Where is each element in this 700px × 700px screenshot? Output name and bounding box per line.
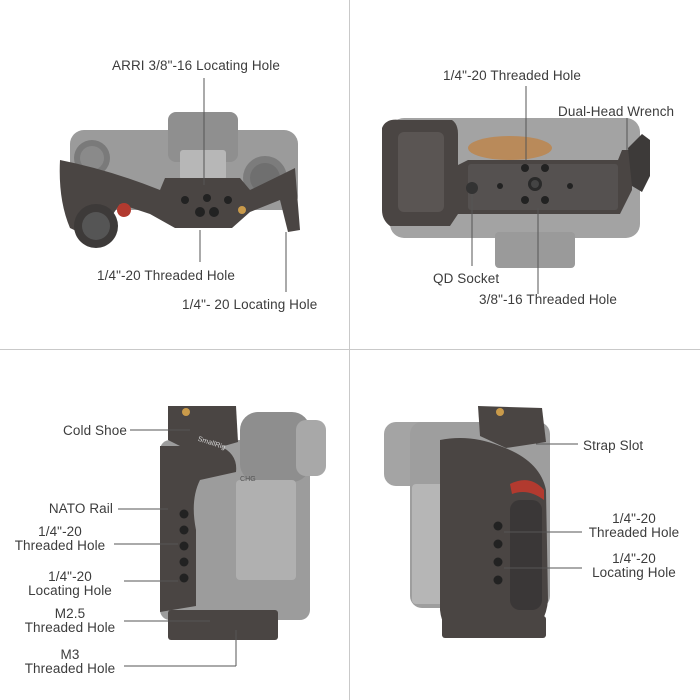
label-right-threaded-1: 1/4"-20 (612, 511, 656, 526)
label-left-threaded-2: Threaded Hole (14, 538, 106, 553)
label-qd-socket: QD Socket (433, 271, 500, 286)
label-right-locating-1: 1/4"-20 (612, 551, 656, 566)
left-side-illustration (114, 406, 326, 667)
label-right-locating-2: Locating Hole (592, 565, 676, 580)
bottom-view-illustration (382, 86, 650, 294)
top-view-illustration (59, 78, 300, 292)
label-left-threaded-1: 1/4"-20 (38, 524, 82, 539)
top-view-panel: ARRI 3/8"-16 Locating Hole 1/4"-20 Threa… (0, 0, 349, 349)
label-top-locating-hole: 1/4"- 20 Locating Hole (182, 297, 318, 312)
label-bottom-threaded-hole: 1/4"-20 Threaded Hole (443, 68, 581, 83)
label-arri-locating-hole: ARRI 3/8"-16 Locating Hole (112, 58, 280, 73)
label-m25-1: M2.5 (54, 606, 86, 621)
label-right-threaded-2: Threaded Hole (588, 525, 680, 540)
label-nato-rail: NATO Rail (48, 501, 113, 516)
label-m25-2: Threaded Hole (24, 620, 116, 635)
label-cold-shoe: Cold Shoe (63, 423, 127, 438)
label-threaded-3-8: 3/8"-16 Threaded Hole (479, 292, 617, 307)
left-side-panel: SmallRig CHG Cold Shoe NATO Rail 1/4"-20… (0, 350, 349, 700)
engraving-mark: CHG (240, 476, 256, 483)
right-side-illustration (384, 406, 582, 638)
right-side-panel: Strap Slot 1/4"-20 Threaded Hole 1/4"-20… (350, 350, 700, 700)
label-strap-slot: Strap Slot (583, 438, 644, 453)
label-left-locating-2: Locating Hole (28, 583, 112, 598)
label-left-locating-1: 1/4"-20 (48, 569, 92, 584)
label-m3-2: Threaded Hole (24, 661, 116, 676)
bottom-view-panel: 1/4"-20 Threaded Hole Dual-Head Wrench Q… (350, 0, 700, 349)
label-dual-head-wrench: Dual-Head Wrench (558, 104, 675, 119)
vertical-divider (349, 0, 350, 700)
label-top-threaded-hole: 1/4"-20 Threaded Hole (97, 268, 235, 283)
horizontal-divider (0, 349, 700, 350)
label-m3-1: M3 (60, 647, 80, 662)
